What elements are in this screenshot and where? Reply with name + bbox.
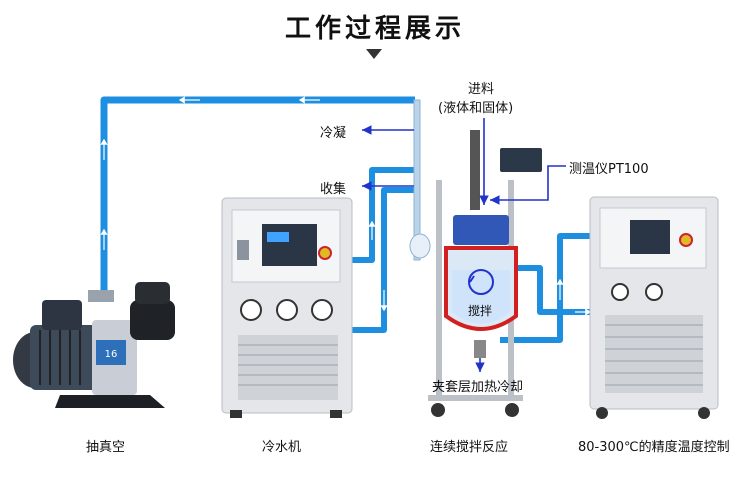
reactor — [409, 99, 542, 417]
feed-sub-label: (液体和固体) — [438, 101, 514, 116]
vacuum-pump: 16 — [13, 282, 175, 408]
chiller-condenser-pipes — [352, 167, 420, 333]
vacuum-pipe — [100, 96, 415, 290]
stir-label: 搅拌 — [468, 304, 493, 318]
annotation-arrows — [362, 118, 566, 372]
page-title: 工作过程展示 — [284, 14, 465, 44]
caption-reactor: 连续搅拌反应 — [430, 440, 509, 455]
caption-temp-control: 80-300℃的精度温度控制 — [578, 440, 730, 455]
chiller-pipe-arrows — [368, 220, 388, 312]
down-arrow-icon — [366, 49, 382, 59]
feed-label: 进料 — [468, 82, 495, 97]
jacket-label: 夹套层加热冷却 — [432, 380, 524, 395]
caption-chiller: 冷水机 — [262, 440, 302, 455]
thermometer-label: 测温仪PT100 — [569, 162, 649, 177]
jacket-pipe-arrows — [556, 278, 592, 316]
caption-vacuum-pump: 抽真空 — [86, 440, 126, 455]
temperature-control-unit — [589, 196, 719, 419]
condense-label: 冷凝 — [320, 126, 347, 141]
pump-label: 16 — [105, 349, 118, 360]
vacuum-pipe-arrows — [100, 96, 320, 250]
collect-label: 收集 — [320, 182, 347, 197]
chiller-left — [221, 197, 353, 418]
